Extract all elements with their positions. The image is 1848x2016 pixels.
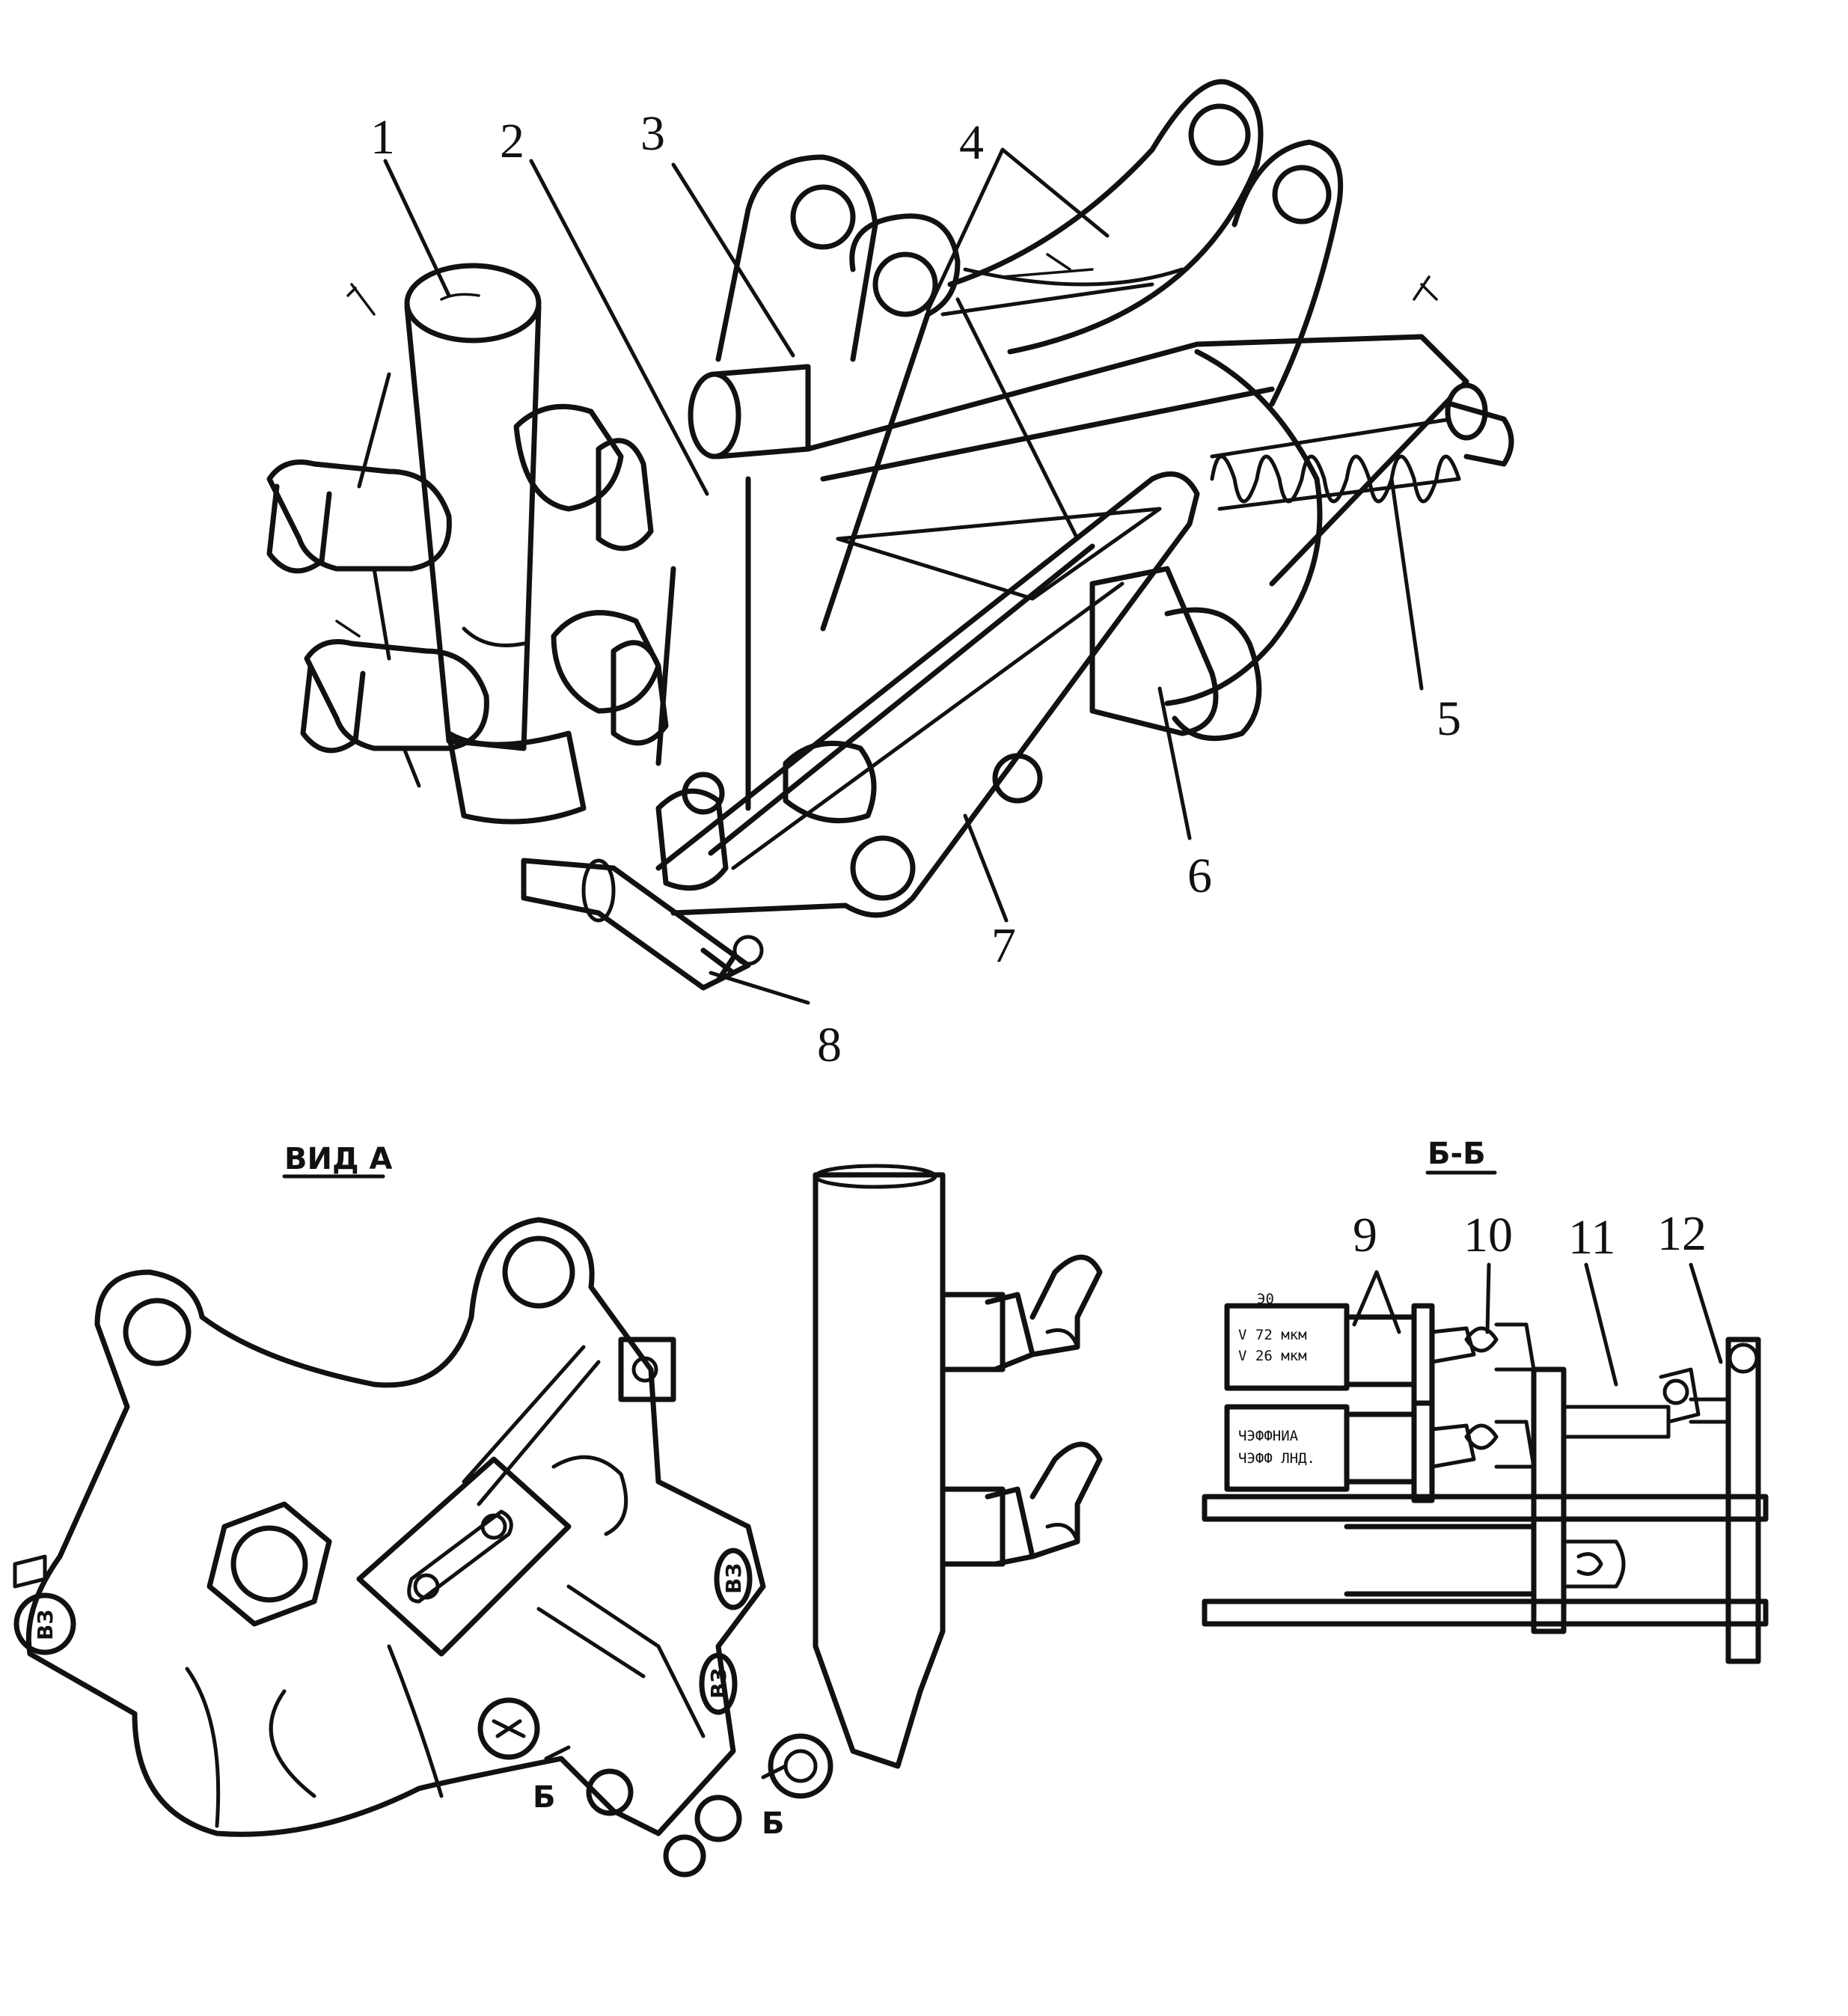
bolt-mark-left: ВЗ — [33, 1610, 58, 1640]
callout-9: 9 — [1353, 1208, 1377, 1262]
callout-6: 6 — [1187, 849, 1212, 903]
bracket-arms — [715, 79, 1344, 632]
section-mark-right: Б — [762, 1806, 785, 1841]
bolt-mark-upper: ВЗ — [721, 1563, 746, 1594]
main-assembly-drawing: 1 2 3 4 5 6 7 8 — [266, 79, 1514, 1072]
view-a-title: ВИД А — [284, 1142, 393, 1176]
housing — [1089, 566, 1219, 736]
right-fittings — [513, 403, 729, 891]
view-a-drawing: ВИД А ВЗ ВЗ ВЗ — [13, 1142, 1103, 1878]
callout-12: 12 — [1657, 1206, 1707, 1261]
callout-11: 11 — [1568, 1210, 1616, 1265]
section-mark-left: Б — [533, 1780, 556, 1815]
section-b-title: Б-Б — [1428, 1137, 1486, 1171]
pipe — [688, 364, 811, 459]
leader-lines — [383, 147, 1424, 1005]
callout-1: 1 — [370, 110, 395, 165]
callout-3: 3 — [640, 106, 665, 161]
spring — [1210, 275, 1514, 511]
plate-upper-line-2: V 26 мкм — [1238, 1348, 1307, 1364]
callout-7: 7 — [991, 918, 1016, 973]
plate-tag: Э0 — [1257, 1291, 1274, 1307]
main-frame — [655, 297, 1469, 811]
left-fittings — [266, 283, 489, 788]
lever-arm — [655, 471, 1200, 918]
callout-4: 4 — [959, 115, 984, 170]
plate-lower-line-1: ЧЭФФНИА — [1238, 1428, 1299, 1444]
callout-5: 5 — [1437, 691, 1461, 746]
bolt-mark-lower: ВЗ — [706, 1668, 731, 1699]
callout-10: 10 — [1463, 1208, 1513, 1262]
plate-upper-line-1: V 72 мкм — [1238, 1327, 1307, 1343]
base-plate — [521, 858, 764, 991]
callout-2: 2 — [500, 114, 524, 168]
cylinder-body — [404, 263, 587, 825]
callout-8: 8 — [817, 1018, 842, 1072]
section-b-drawing: Б-Б 9 10 11 12 Э0 V 72 мкм V 26 мкм ЧЭФФ… — [1202, 1137, 1769, 1664]
plate-lower-line-2: ЧЭФФ ЛНД. — [1238, 1450, 1315, 1467]
